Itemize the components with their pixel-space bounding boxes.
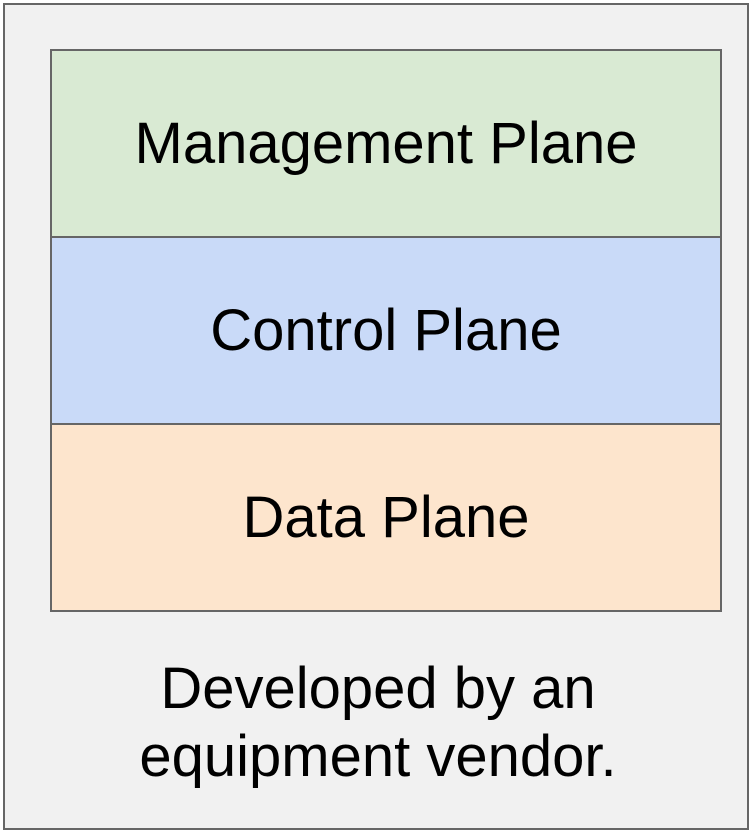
vendor-caption: Developed by an equipment vendor. — [5, 655, 751, 791]
caption-line-2: equipment vendor. — [139, 724, 617, 789]
management-plane-layer: Management Plane — [52, 51, 720, 236]
device-box: Management Plane Control Plane Data Plan… — [3, 3, 749, 830]
control-plane-layer: Control Plane — [52, 236, 720, 423]
plane-stack: Management Plane Control Plane Data Plan… — [50, 49, 722, 612]
caption-line-1: Developed by an — [160, 656, 596, 721]
data-plane-layer: Data Plane — [52, 423, 720, 610]
